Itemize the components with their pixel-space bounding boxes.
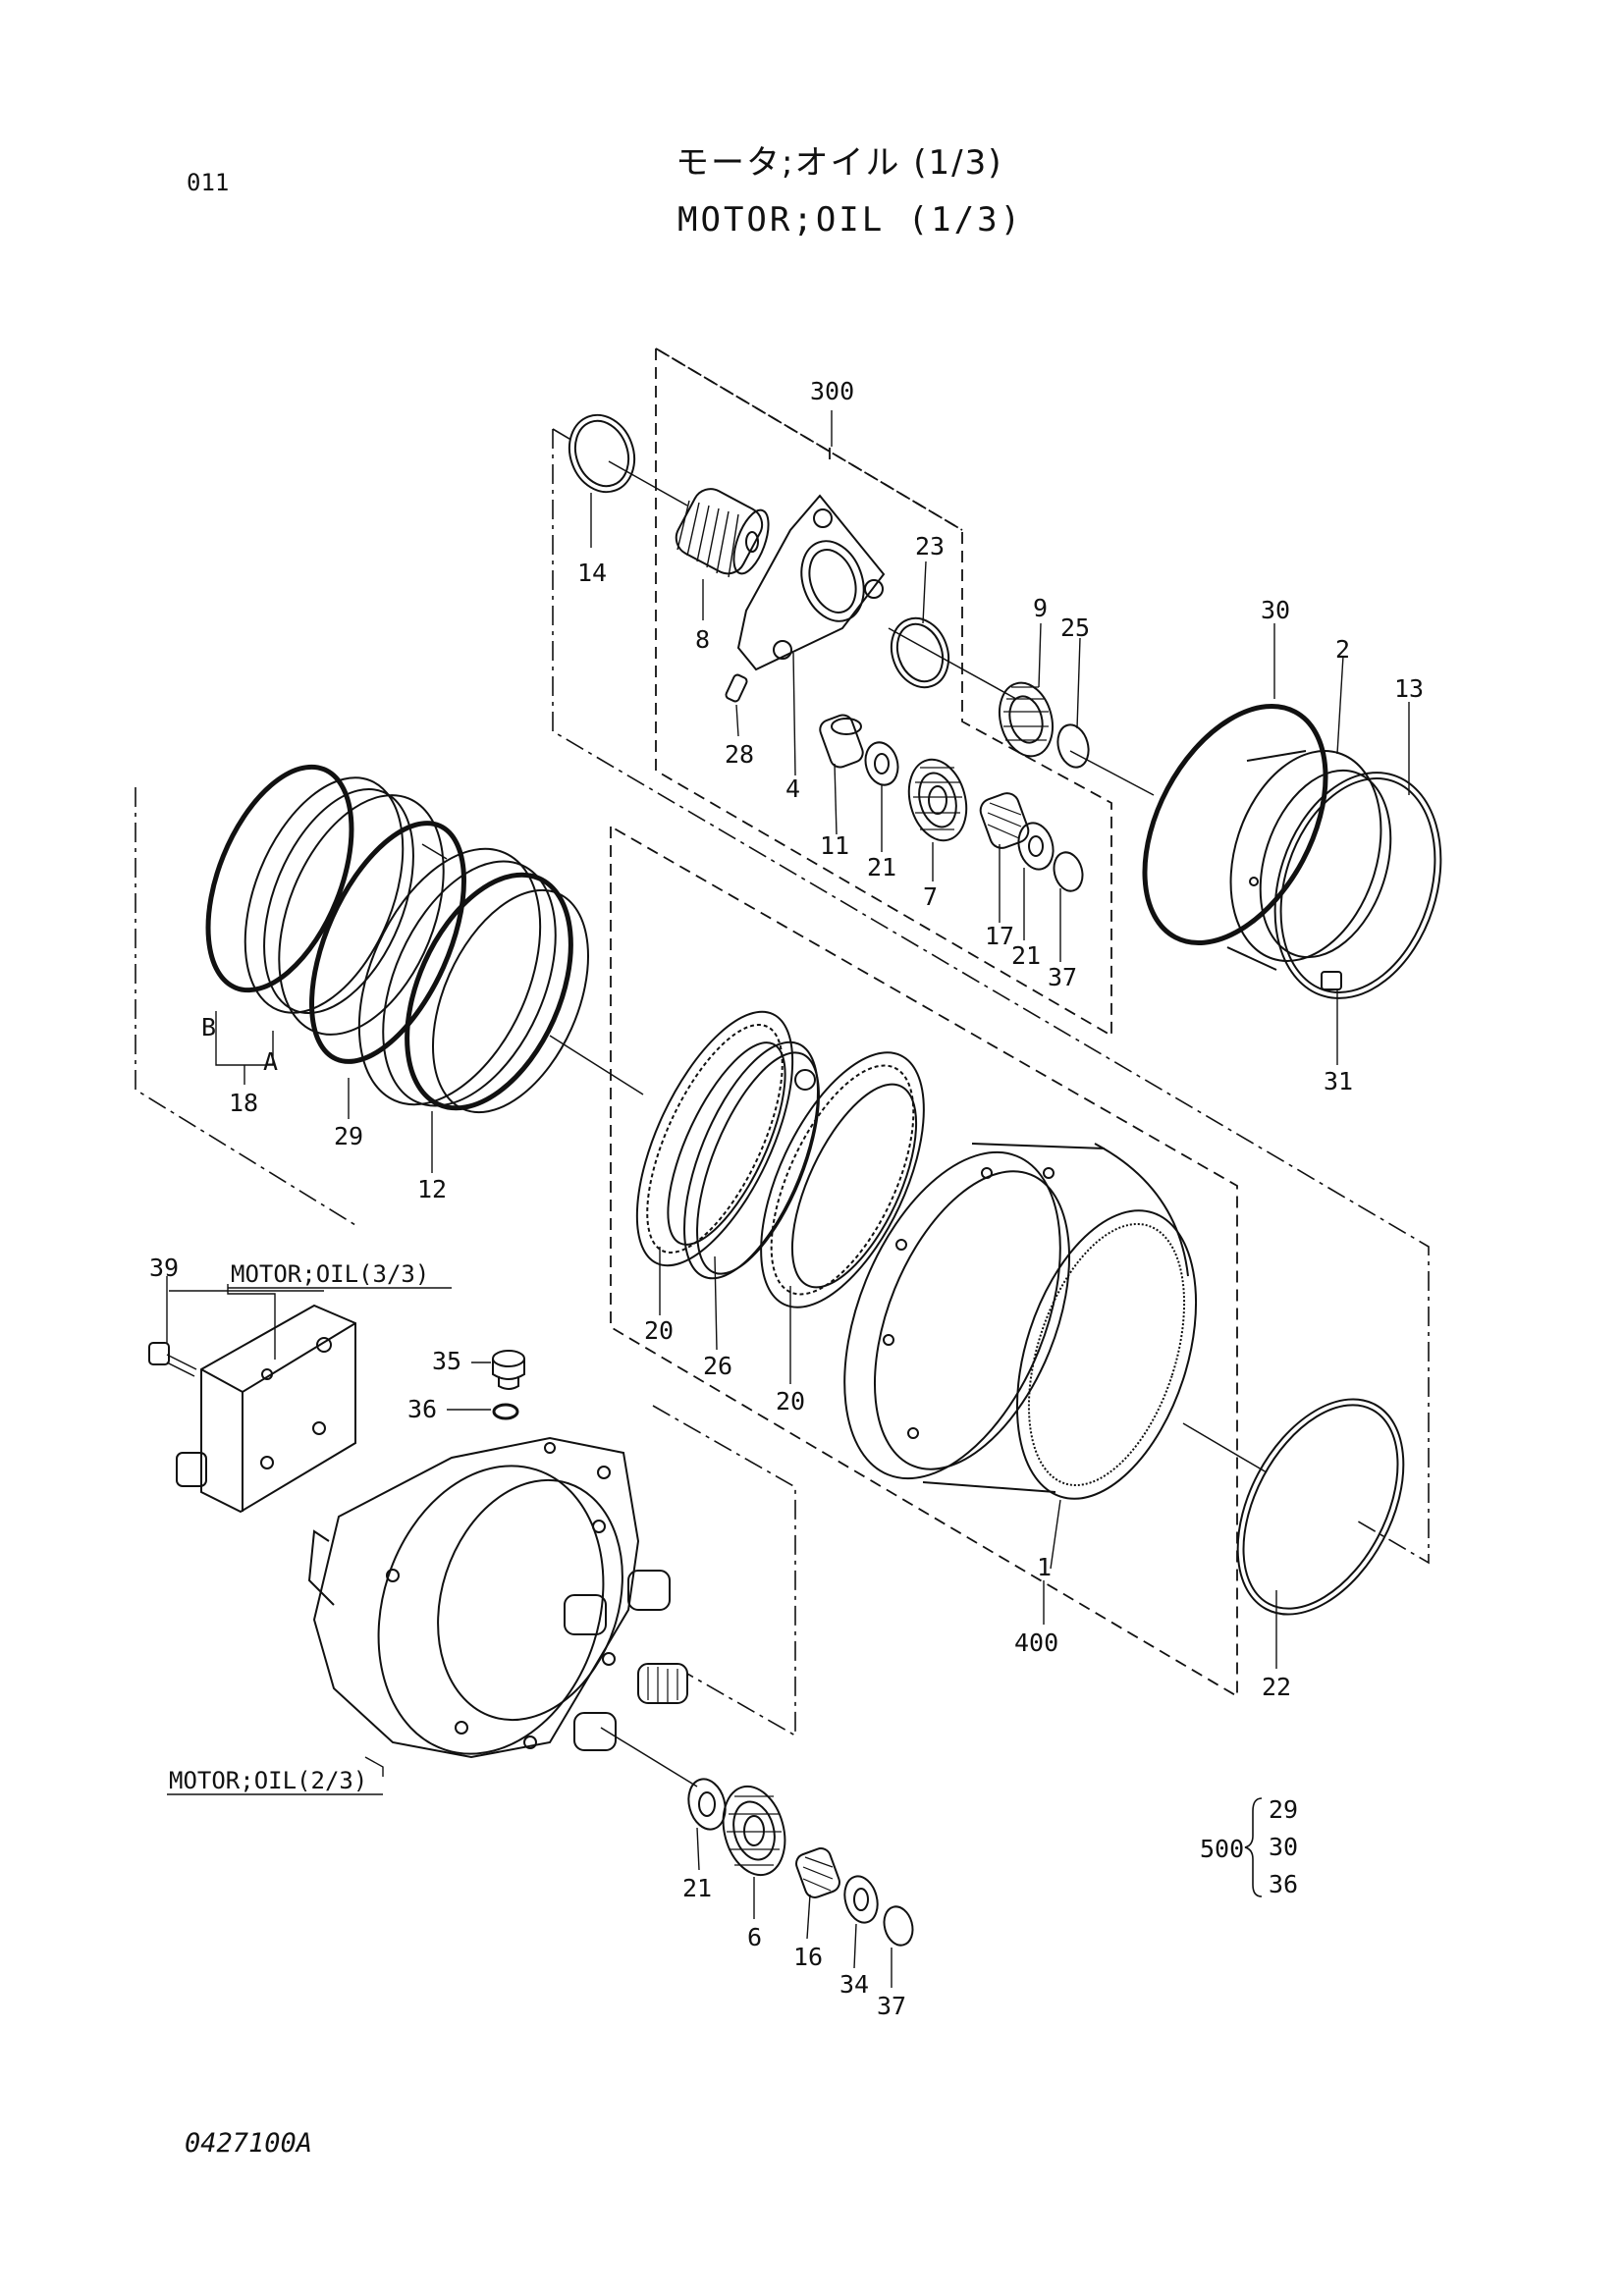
- callout-17: 17: [985, 922, 1014, 950]
- callout-6: 6: [747, 1923, 762, 1951]
- callout-labels: 300 14 8 23 9 25 30 2 13 28 4 11 21 7 17…: [149, 377, 1424, 2020]
- kit-item-30: 30: [1269, 1833, 1298, 1861]
- title-english: MOTOR;OIL (1/3): [677, 200, 1024, 240]
- callout-21-c: 21: [682, 1874, 712, 1902]
- callout-7: 7: [923, 882, 938, 911]
- callout-12: 12: [417, 1175, 447, 1203]
- seal-ring-13: [1273, 772, 1442, 999]
- page-number: 011: [187, 169, 230, 196]
- callout-a: A: [263, 1047, 278, 1076]
- callout-39: 39: [149, 1254, 179, 1282]
- snap-ring-22: [1236, 1398, 1405, 1616]
- callout-35: 35: [432, 1347, 461, 1375]
- kit-item-36: 36: [1269, 1870, 1298, 1898]
- ring-26: [683, 1041, 820, 1280]
- o-ring-30: [1142, 704, 1328, 945]
- kit-500-brace: [1244, 1797, 1263, 1897]
- callout-11: 11: [820, 831, 849, 860]
- housing-2: [1226, 750, 1392, 971]
- callout-20-b: 20: [776, 1387, 805, 1415]
- washer-21-a: [864, 741, 899, 786]
- ref-motor-oil-2-3: MOTOR;OIL(2/3): [169, 1767, 367, 1794]
- snap-ring-37-b: [883, 1905, 914, 1947]
- o-ring-29: [309, 821, 466, 1064]
- callout-20-a: 20: [644, 1316, 674, 1345]
- callout-37-b: 37: [877, 1992, 906, 2020]
- kit-item-29: 29: [1269, 1795, 1298, 1824]
- group-400-frame: [610, 826, 1238, 1698]
- callout-23: 23: [915, 532, 945, 561]
- snap-ring-14: [568, 413, 636, 494]
- document-code: 0427100A: [185, 2128, 313, 2159]
- callout-13: 13: [1394, 674, 1424, 703]
- bearing-20-b: [760, 1051, 925, 1308]
- bolt-39: [148, 1342, 197, 1377]
- ref-motor-oil-3-3: MOTOR;OIL(3/3): [231, 1260, 429, 1288]
- carrier-plate-4: [736, 494, 886, 671]
- o-ring-36: [492, 1403, 519, 1420]
- pin-28: [725, 673, 748, 703]
- callout-30: 30: [1261, 596, 1290, 624]
- pin-11: [819, 714, 864, 769]
- callout-29: 29: [334, 1122, 363, 1150]
- bearing-20-a: [635, 1010, 794, 1267]
- callout-28: 28: [725, 740, 754, 769]
- washer-21-b: [1017, 822, 1055, 871]
- retaining-ring-23: [890, 616, 950, 689]
- group-300-frame: [655, 347, 1112, 1038]
- group-motor-frame: [652, 1405, 796, 1737]
- callout-400: 400: [1014, 1629, 1058, 1657]
- plug-31: [1321, 971, 1342, 990]
- snap-ring-25: [1056, 723, 1090, 769]
- snap-ring-37-a: [1053, 851, 1084, 892]
- callout-16: 16: [793, 1943, 823, 1971]
- bearing-17: [979, 792, 1030, 849]
- callout-21-a: 21: [867, 853, 896, 881]
- leader-lines: [166, 410, 1410, 1988]
- group-18-frame: [135, 787, 356, 1226]
- axis-lines: [421, 460, 1268, 1788]
- callout-4: 4: [785, 774, 800, 803]
- washer-34: [843, 1875, 879, 1924]
- plug-35: [492, 1350, 525, 1390]
- callout-300: 300: [810, 377, 854, 405]
- callout-31: 31: [1324, 1067, 1353, 1095]
- callout-1: 1: [1037, 1553, 1052, 1581]
- callout-34: 34: [839, 1970, 869, 1999]
- callout-18: 18: [229, 1089, 258, 1117]
- callout-21-b: 21: [1011, 941, 1041, 970]
- gear-7: [907, 758, 968, 842]
- callout-22: 22: [1262, 1673, 1291, 1701]
- kit-number: 500: [1200, 1835, 1244, 1863]
- floating-seal-12: [357, 847, 590, 1114]
- title-japanese: モータ;オイル (1/3): [676, 143, 1003, 183]
- callout-8: 8: [695, 625, 710, 654]
- callout-37-a: 37: [1048, 963, 1077, 991]
- reference-underlines: [167, 1287, 452, 1795]
- motor-body: [307, 1436, 688, 1759]
- gear-6: [722, 1785, 786, 1877]
- bearing-16: [795, 1847, 840, 1898]
- valve-block: [176, 1304, 356, 1514]
- kit-500-labels: 500 29 30 36: [1200, 1795, 1298, 1898]
- washer-21-c: [687, 1778, 727, 1831]
- callout-b: B: [201, 1013, 216, 1041]
- seal-ring-18-b: [205, 764, 354, 993]
- callout-36: 36: [407, 1395, 437, 1423]
- group-main-frame: [552, 428, 1430, 1565]
- callout-2: 2: [1335, 635, 1350, 664]
- callout-25: 25: [1060, 614, 1090, 642]
- callout-9: 9: [1033, 594, 1048, 622]
- callout-26: 26: [703, 1352, 732, 1380]
- gear-shaft-8: [675, 488, 770, 578]
- housing-1: [843, 1143, 1198, 1500]
- gear-9: [999, 681, 1054, 758]
- callout-14: 14: [577, 559, 607, 587]
- reference-labels: MOTOR;OIL(3/3) MOTOR;OIL(2/3): [169, 1260, 429, 1794]
